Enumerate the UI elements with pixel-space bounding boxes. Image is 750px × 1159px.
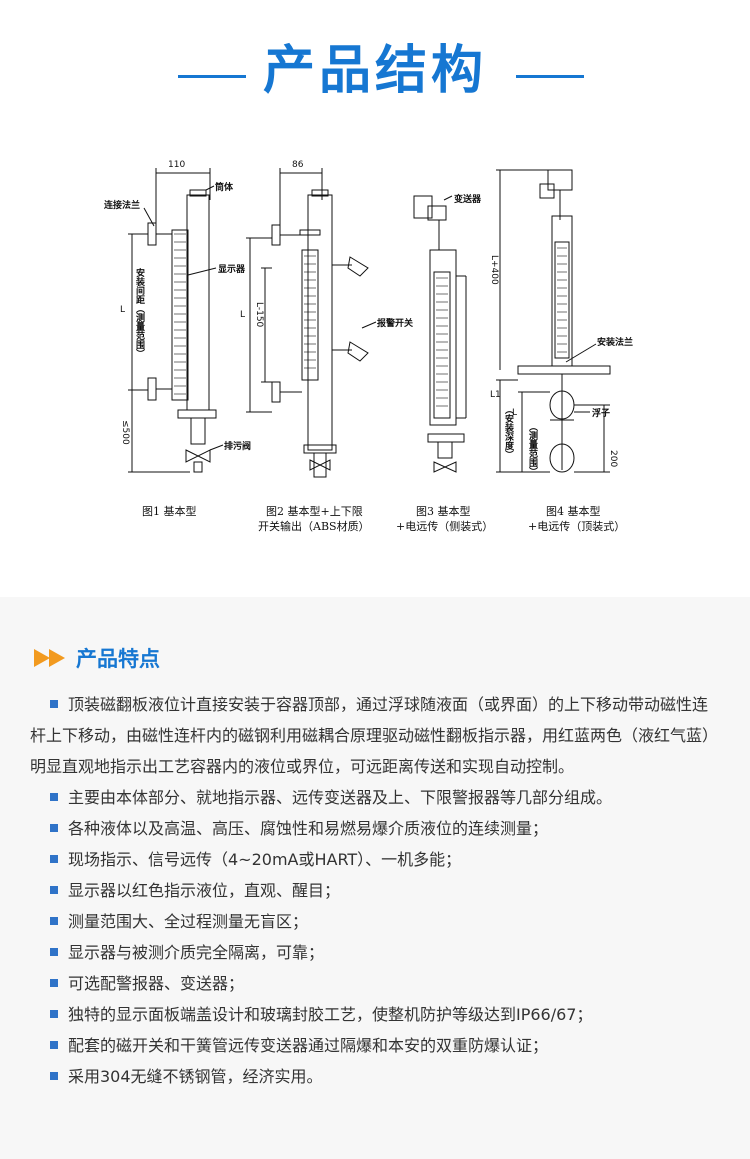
label-install-depth: （安装深度） xyxy=(503,405,513,459)
bullet-icon xyxy=(50,979,58,987)
list-item-text: 现场指示、信号远传（4~20mA或HART）、一机多能； xyxy=(68,850,462,869)
list-item-text: 顶装磁翻板液位计直接安装于容器顶部，通过浮球随液面（或界面）的上下移动带动磁性连… xyxy=(30,695,719,776)
label-alarm-switch: 报警开关 xyxy=(377,319,414,329)
bullet-icon xyxy=(50,1010,58,1018)
list-item: 主要由本体部分、就地指示器、远传变送器及上、下限警报器等几部分组成。 xyxy=(30,782,720,813)
list-item: 独特的显示面板端盖设计和玻璃封胶工艺，使整机防护等级达到IP66/67； xyxy=(30,999,720,1030)
bullet-icon xyxy=(50,855,58,863)
list-item: 顶装磁翻板液位计直接安装于容器顶部，通过浮球随液面（或界面）的上下移动带动磁性连… xyxy=(30,689,720,782)
features-list: 顶装磁翻板液位计直接安装于容器顶部，通过浮球随液面（或界面）的上下移动带动磁性连… xyxy=(30,689,720,1092)
dim-110: 110 xyxy=(168,160,186,170)
figure-2-drawing xyxy=(246,168,377,478)
list-item-text: 独特的显示面板端盖设计和玻璃封胶工艺，使整机防护等级达到IP66/67； xyxy=(68,1005,593,1024)
bullet-icon xyxy=(50,1041,58,1049)
caption-fig2-line2: 开关输出（ABS材质） xyxy=(258,520,370,533)
bullet-icon xyxy=(50,886,58,894)
double-arrow-icon xyxy=(34,647,74,669)
list-item: 可选配警报器、变送器； xyxy=(30,968,720,999)
caption-fig2-line1: 图2 基本型+上下限 xyxy=(266,505,363,518)
list-item: 测量范围大、全过程测量无盲区； xyxy=(30,906,720,937)
label-connect-flange: 连接法兰 xyxy=(104,201,141,211)
section-header: 产品结构 xyxy=(0,0,750,140)
features-heading: 产品特点 xyxy=(34,643,160,673)
dim-L150: L-150 xyxy=(254,302,264,328)
features-section: 产品特点 顶装磁翻板液位计直接安装于容器顶部，通过浮球随液面（或界面）的上下移动… xyxy=(0,597,750,1159)
header-rule-right xyxy=(516,75,584,78)
figure-4-drawing xyxy=(496,169,611,473)
list-item: 显示器与被测介质完全隔离，可靠； xyxy=(30,937,720,968)
list-item-text: 可选配警报器、变送器； xyxy=(68,974,245,993)
list-item-text: 显示器以红色指示液位，直观、醒目； xyxy=(68,881,341,900)
label-transmitter: 变送器 xyxy=(454,195,482,205)
features-title: 产品特点 xyxy=(76,647,160,671)
list-item-text: 配套的磁开关和干簧管远传变送器通过隔爆和本安的双重防爆认证； xyxy=(68,1036,549,1055)
caption-fig4-line1: 图4 基本型 xyxy=(546,505,601,518)
structure-diagram: 连接法兰 筒体 显示器 排污阀 安装间距（测量范围） 报警开关 变送器 安装法兰… xyxy=(90,150,660,550)
list-item: 采用304无缝不锈钢管，经济实用。 xyxy=(30,1061,720,1092)
bullet-icon xyxy=(50,948,58,956)
label-measure-range: （测量范围） xyxy=(527,422,537,476)
list-item: 配套的磁开关和干簧管远传变送器通过隔爆和本安的双重防爆认证； xyxy=(30,1030,720,1061)
label-float: 浮子 xyxy=(592,409,611,419)
dim-L-fig1: L xyxy=(120,305,126,315)
caption-fig3-line2: +电远传（侧装式） xyxy=(396,520,494,533)
list-item-text: 主要由本体部分、就地指示器、远传变送器及上、下限警报器等几部分组成。 xyxy=(68,788,613,807)
list-item: 显示器以红色指示液位，直观、醒目； xyxy=(30,875,720,906)
dim-le500: ≤500 xyxy=(120,420,130,445)
label-install-span: 安装间距（测量范围） xyxy=(134,268,144,358)
dim-L-fig2: L xyxy=(240,310,246,320)
list-item-text: 显示器与被测介质完全隔离，可靠； xyxy=(68,943,325,962)
dim-86: 86 xyxy=(292,160,304,170)
dim-200: 200 xyxy=(608,450,618,468)
figure-3-drawing xyxy=(413,195,467,473)
page-title: 产品结构 xyxy=(262,41,487,101)
label-install-flange: 安装法兰 xyxy=(597,338,634,348)
bullet-icon xyxy=(50,824,58,832)
caption-fig1: 图1 基本型 xyxy=(142,505,197,518)
list-item-text: 采用304无缝不锈钢管，经济实用。 xyxy=(68,1067,323,1086)
dim-L400: L+400 xyxy=(489,255,499,285)
list-item: 各种液体以及高温、高压、腐蚀性和易燃易爆介质液位的连续测量； xyxy=(30,813,720,844)
list-item-text: 测量范围大、全过程测量无盲区； xyxy=(68,912,309,931)
caption-fig3-line1: 图3 基本型 xyxy=(416,505,471,518)
label-drain-valve: 排污阀 xyxy=(224,442,252,452)
header-rule-left xyxy=(178,75,246,78)
dim-L1: L1 xyxy=(490,390,501,400)
bullet-icon xyxy=(50,793,58,801)
bullet-icon xyxy=(50,917,58,925)
list-item-text: 各种液体以及高温、高压、腐蚀性和易燃易爆介质液位的连续测量； xyxy=(68,819,549,838)
bullet-icon xyxy=(50,1072,58,1080)
figure-1-drawing xyxy=(128,168,224,473)
list-item: 现场指示、信号远传（4~20mA或HART）、一机多能； xyxy=(30,844,720,875)
label-display: 显示器 xyxy=(218,265,246,275)
dim-L-fig4: L xyxy=(512,408,518,418)
label-cylinder: 筒体 xyxy=(215,183,234,193)
bullet-icon xyxy=(50,700,58,708)
technical-drawing xyxy=(128,168,611,478)
caption-fig4-line2: +电远传（顶装式） xyxy=(528,520,626,533)
